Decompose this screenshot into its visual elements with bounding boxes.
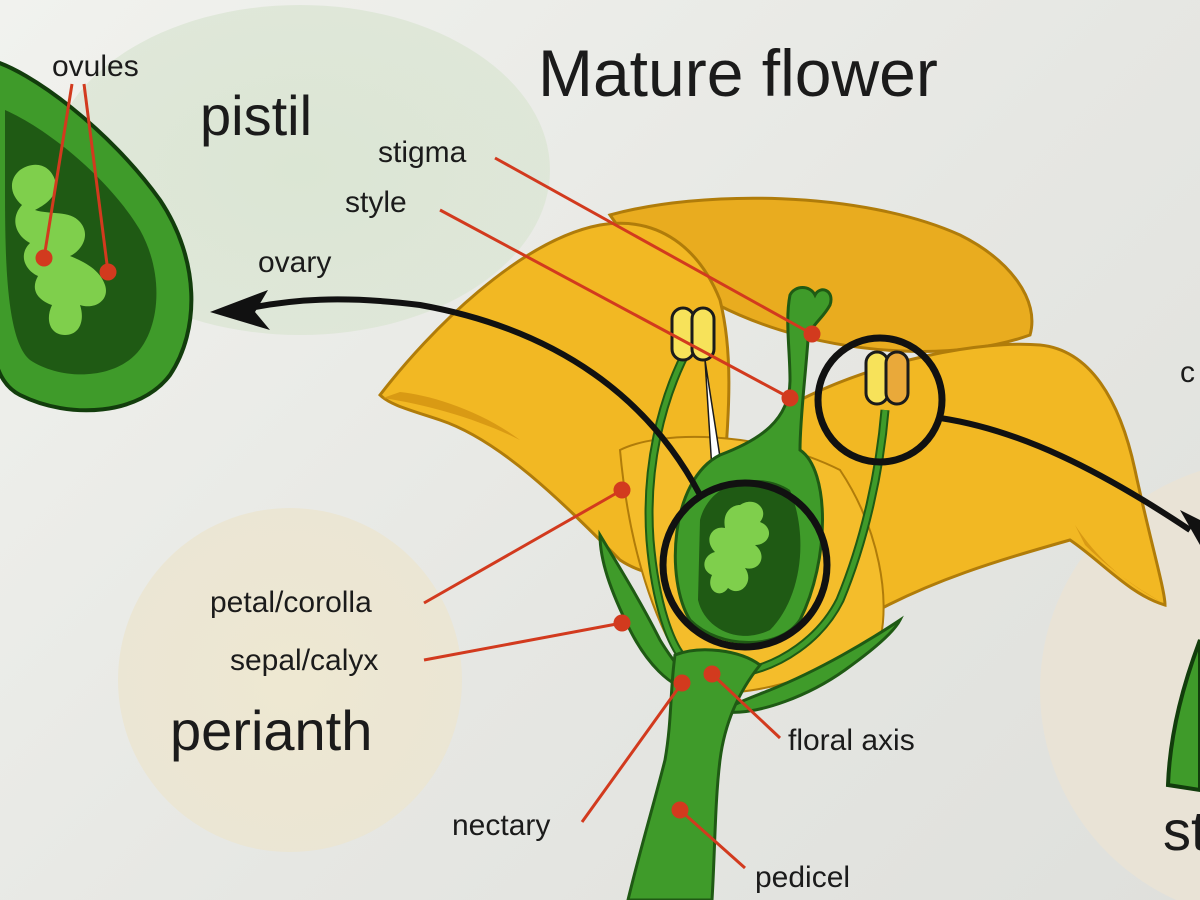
- region-stamen-partial: st: [1163, 799, 1200, 862]
- stamen-section: [1165, 639, 1200, 793]
- anther-right: [864, 350, 910, 406]
- pedicel: [626, 648, 763, 900]
- label-petal-corolla: petal/corolla: [210, 586, 372, 619]
- region-pistil: pistil: [200, 84, 312, 147]
- label-style: style: [345, 186, 407, 219]
- ovary-arrow: [249, 296, 703, 497]
- label-sepal-calyx: sepal/calyx: [230, 644, 378, 677]
- stamen-arrow: [939, 415, 1192, 533]
- label-ovary: ovary: [258, 246, 331, 279]
- flower: [378, 196, 1167, 900]
- diagram-title: Mature flower: [538, 36, 938, 110]
- label-nectary: nectary: [452, 809, 550, 842]
- region-perianth: perianth: [170, 699, 372, 762]
- label-ovules: ovules: [52, 50, 139, 83]
- label-pedicel: pedicel: [755, 861, 850, 894]
- perianth-bubble: [118, 508, 462, 852]
- ovary-section: [0, 61, 194, 413]
- region-stamen-partial-top: c: [1180, 356, 1195, 389]
- ovary-zoom-circle: [659, 479, 831, 651]
- anther-zoom-circle: [814, 334, 946, 466]
- label-stigma: stigma: [378, 136, 467, 169]
- label-floral-axis: floral axis: [788, 724, 915, 757]
- leader-lines: [35, 83, 821, 870]
